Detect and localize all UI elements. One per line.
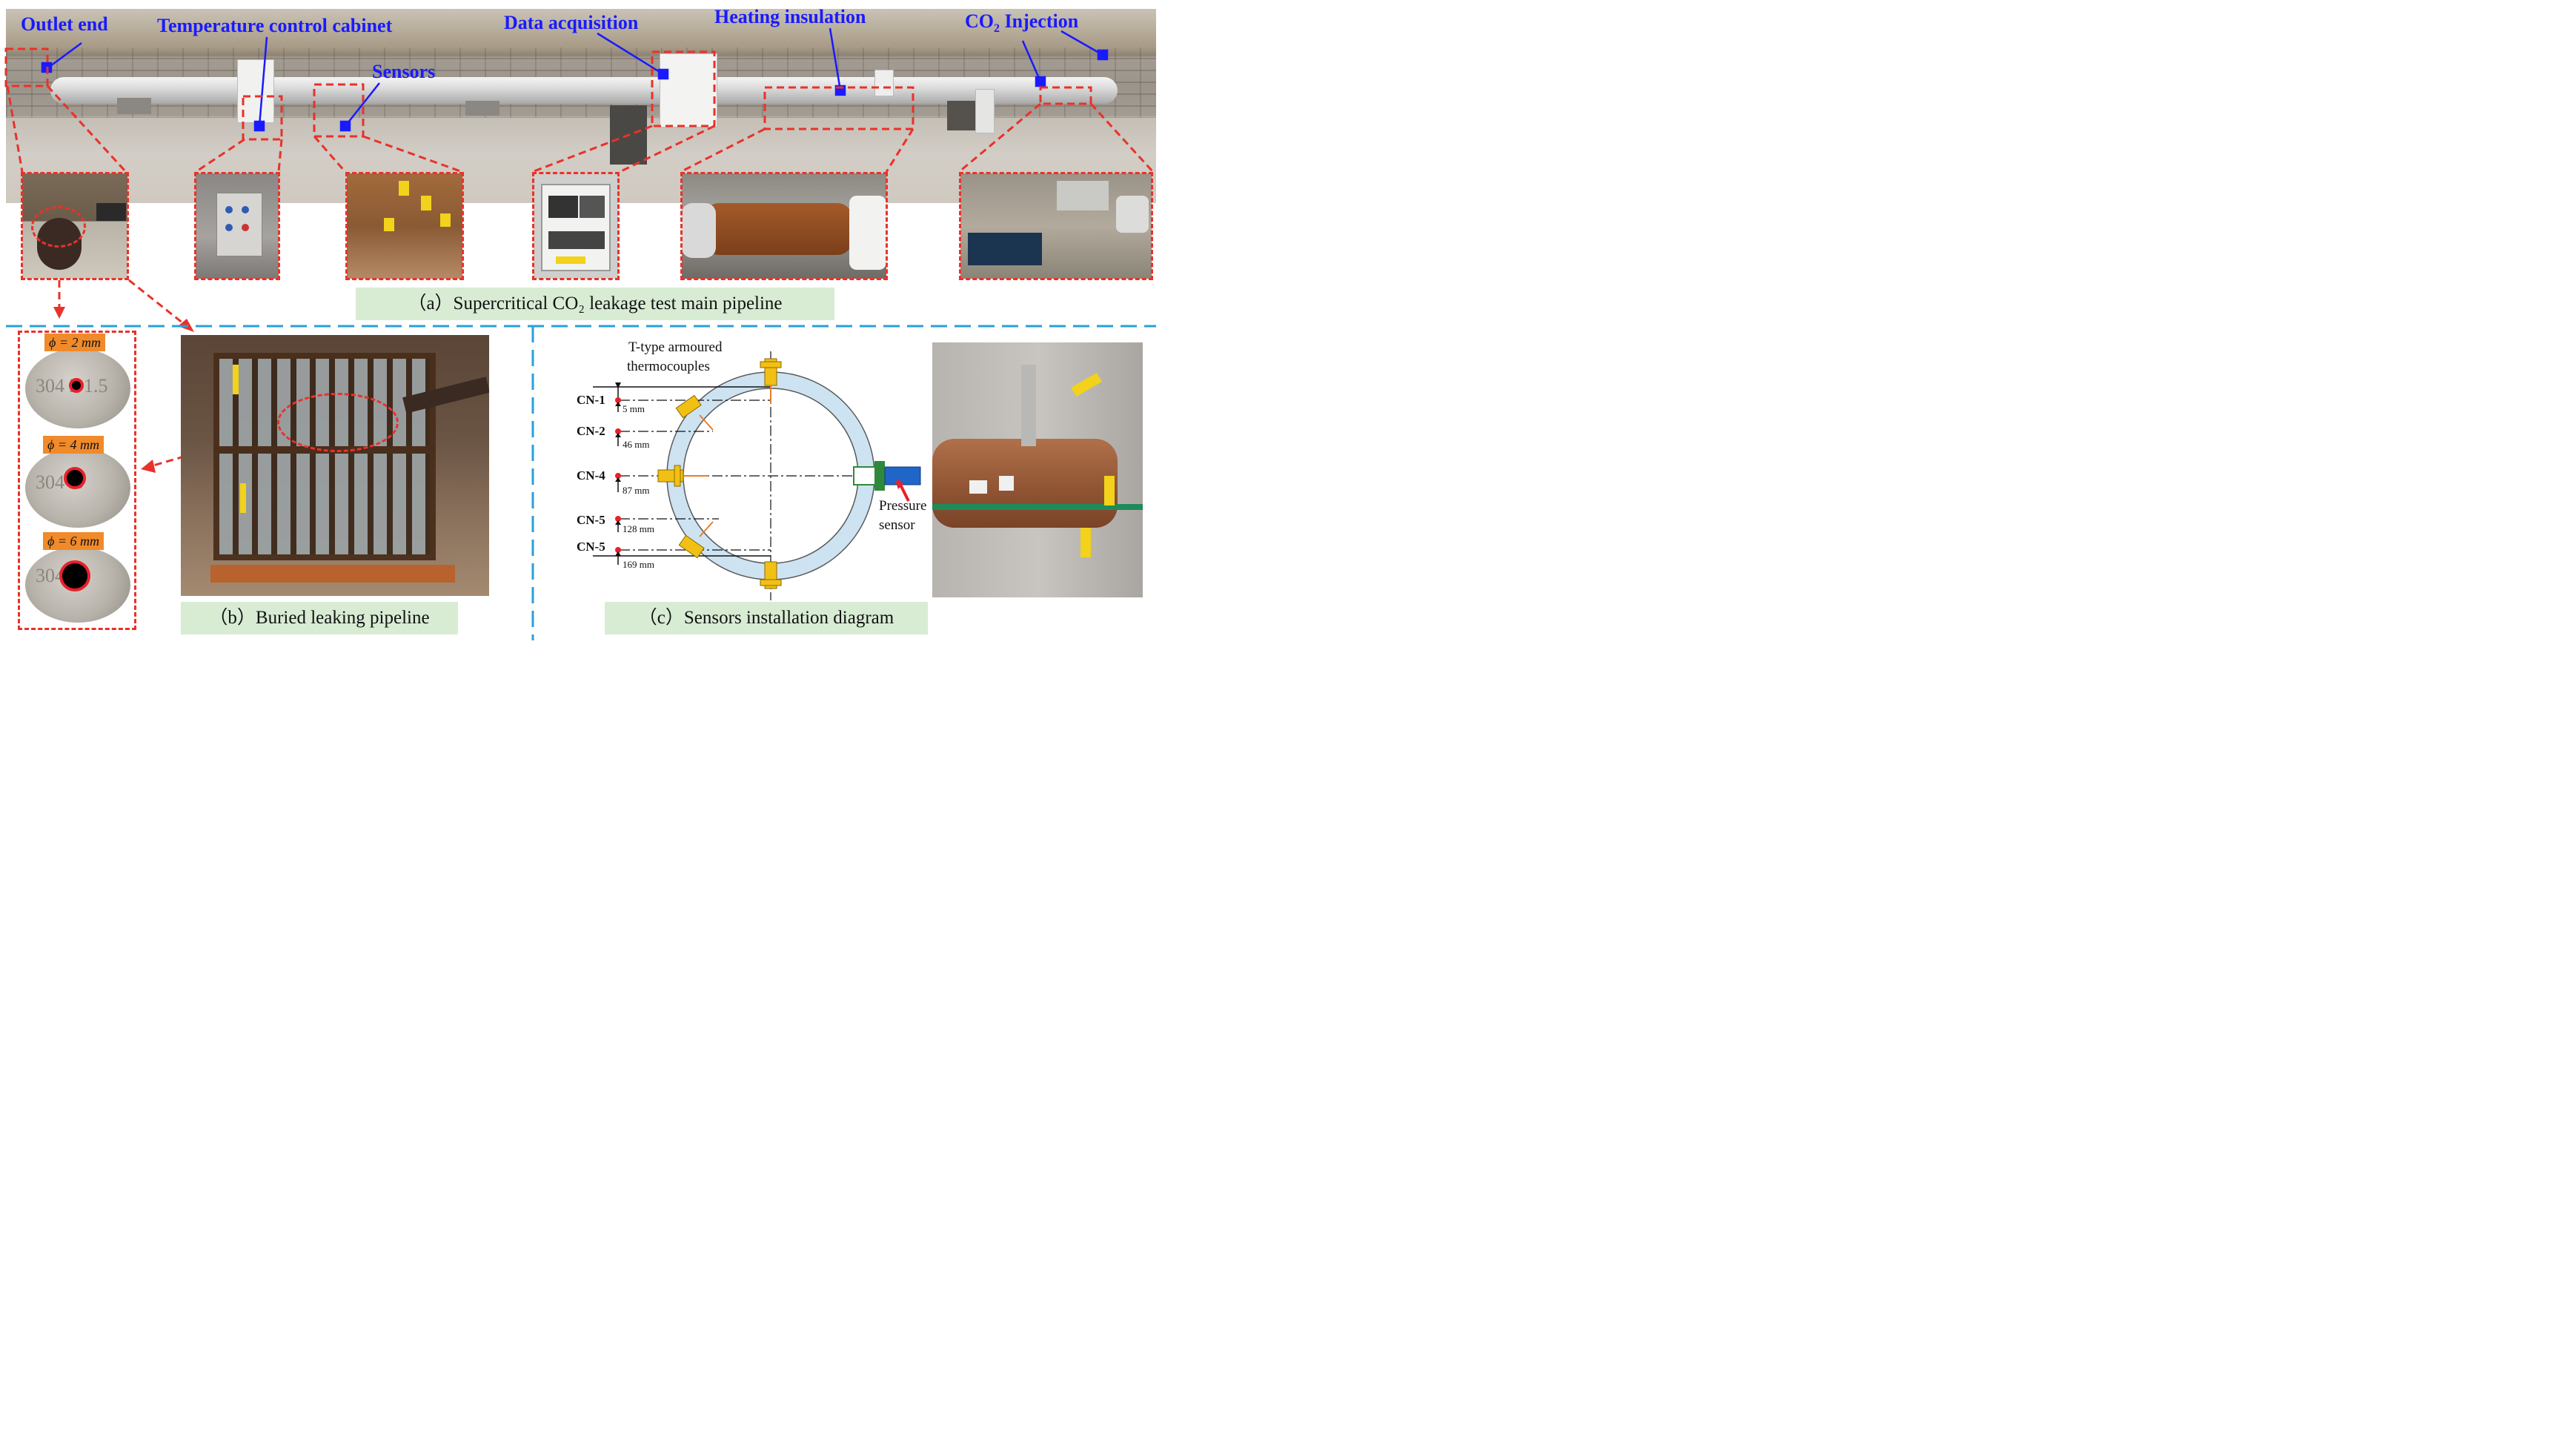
point-depth-cn5b: 169 mm: [623, 559, 654, 570]
temperature-cabinet-inset-photo: [196, 173, 279, 279]
temperature-control-cabinet-label: Temperature control cabinet: [157, 15, 393, 36]
point-depth-cn4: 87 mm: [623, 485, 650, 496]
caption-panel-c: （c）Sensors installation diagram: [605, 602, 928, 634]
temperature-cabinet-inset-frame: [194, 172, 280, 280]
buried-leak-highlight: [277, 393, 399, 452]
co2-injection-label: CO2 Injection: [965, 10, 1078, 36]
thermocouple-fitting-cn5: [678, 534, 705, 559]
pressure-fitting: [874, 461, 885, 491]
point-label-cn2: CN-2: [577, 424, 605, 438]
data-acquisition-inset-frame: [532, 172, 620, 280]
panel-dividers: [6, 325, 1156, 640]
point-label-cn5a: CN-5: [577, 513, 605, 527]
thermocouple-label-line-1: T-type armoured: [628, 339, 723, 355]
co2-injection-marker-2: [1097, 49, 1109, 61]
co2-injection-marker: [1035, 76, 1046, 87]
caption-panel-b: （b）Buried leaking pipeline: [181, 602, 458, 634]
buried-pipeline-photo: [181, 335, 489, 596]
caption-panel-a: （a）Supercritical CO₂ leakage test main p…: [356, 288, 834, 320]
co2-injection-label-sub: 2: [994, 22, 1000, 36]
orifice-hole-6mm: [59, 560, 90, 591]
co2-injection-inset-photo: [960, 173, 1152, 279]
data-acquisition-inset-photo: [534, 173, 618, 279]
point-depth-cn1: 5 mm: [623, 403, 645, 414]
sensors-inset-photo: [347, 173, 462, 279]
outlet-end-inset-frame: [21, 172, 129, 280]
orifice-label-2mm: ϕ = 2 mm: [44, 334, 105, 351]
heating-insulation-inset-frame: [680, 172, 888, 280]
sensors-label: Sensors: [372, 61, 436, 82]
thermocouple-label-line-2: thermocouples: [627, 359, 710, 374]
co2-injection-inset-frame: [959, 172, 1153, 280]
main-pipe: [50, 77, 1118, 104]
sensor-installation-photo: [932, 342, 1143, 597]
panel-a-annotations: [4, 27, 1155, 473]
orifice-hole-2mm: [69, 378, 84, 393]
data-acquisition-marker: [657, 68, 669, 80]
orifice-hole-4mm: [64, 467, 86, 489]
data-acquisition-label: Data acquisition: [504, 12, 639, 33]
orifice-label-4mm: ϕ = 4 mm: [43, 436, 104, 454]
pressure-sensor-body: [884, 466, 921, 485]
point-depth-cn5a: 128 mm: [623, 523, 654, 534]
thermocouple-fitting-cn1: [675, 394, 702, 419]
sensor-installation-diagram: [593, 351, 921, 600]
temperature-cabinet-marker: [253, 120, 265, 132]
sensors-marker: [339, 120, 351, 132]
orifice-label-6mm: ϕ = 6 mm: [43, 532, 104, 550]
outlet-leak-highlight: [31, 206, 86, 248]
orifice-plates-frame: [18, 331, 136, 630]
outlet-end-label: Outlet end: [21, 13, 108, 35]
point-label-cn5b: CN-5: [577, 540, 605, 554]
co2-injection-label-post: Injection: [1000, 10, 1079, 32]
point-label-cn1: CN-1: [577, 393, 605, 407]
point-label-cn4: CN-4: [577, 468, 605, 483]
pressure-sensor-label-line-1: Pressure: [879, 498, 927, 514]
heating-insulation-inset-photo: [682, 173, 886, 279]
sensors-inset-frame: [345, 172, 464, 280]
co2-injection-label-pre: CO: [965, 10, 994, 32]
heating-insulation-label: Heating insulation: [714, 6, 866, 27]
point-depth-cn2: 46 mm: [623, 439, 650, 450]
panorama-photo: [6, 9, 1156, 203]
pressure-sensor-label-line-2: sensor: [879, 517, 915, 533]
